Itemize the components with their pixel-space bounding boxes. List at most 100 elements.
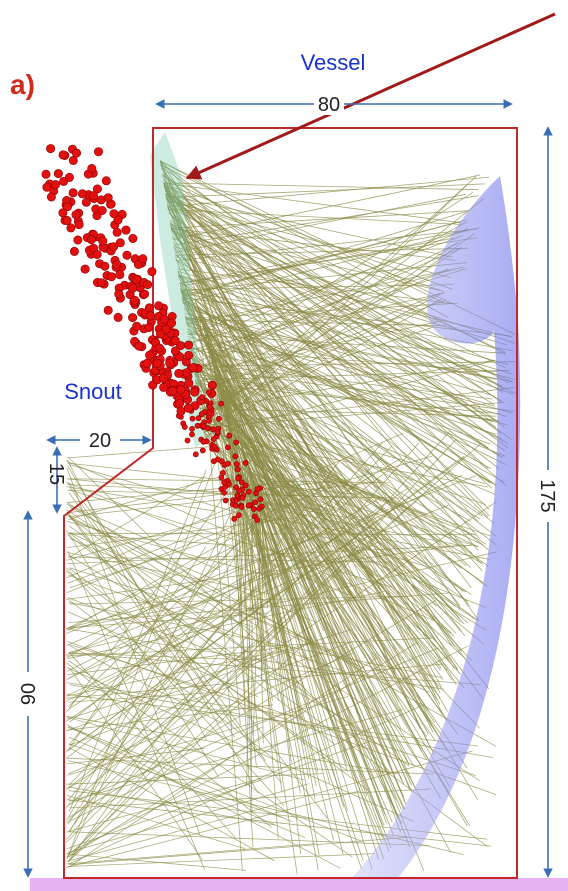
ray-bundle: [65, 159, 516, 875]
source-point: [107, 272, 117, 282]
source-point: [92, 249, 102, 259]
source-point: [74, 220, 84, 230]
source-point: [168, 386, 178, 396]
ray-line: [263, 515, 490, 560]
ray-line: [69, 481, 376, 518]
source-point: [145, 350, 155, 360]
ray-line: [249, 472, 479, 548]
ray-line: [224, 393, 465, 689]
source-point: [113, 312, 123, 322]
source-point: [121, 225, 131, 235]
ray-line: [234, 425, 451, 788]
source-point: [68, 155, 78, 165]
ray-line: [194, 373, 498, 422]
source-point: [62, 202, 72, 212]
ray-line: [66, 724, 341, 869]
ray-line: [179, 227, 480, 284]
source-point: [189, 415, 196, 422]
ray-line: [207, 341, 241, 726]
ray-line: [167, 209, 461, 225]
ray-line: [252, 480, 279, 839]
source-point: [221, 489, 227, 496]
source-point: [206, 417, 212, 424]
source-point: [134, 341, 144, 351]
ray-line: [68, 643, 416, 858]
ray-line: [170, 228, 456, 261]
source-point: [170, 336, 180, 346]
source-point: [235, 512, 242, 519]
source-point: [254, 517, 260, 523]
ray-line: [163, 185, 493, 489]
source-point: [218, 400, 224, 407]
ray-line: [185, 319, 497, 380]
ray-line: [68, 456, 391, 773]
source-point: [66, 223, 76, 233]
source-point: [232, 502, 239, 509]
ray-line: [201, 292, 445, 419]
source-point: [132, 321, 142, 331]
ray-line: [244, 457, 310, 779]
ray-line: [248, 469, 424, 622]
source-point: [250, 506, 257, 512]
ray-line: [181, 262, 467, 292]
source-point: [112, 259, 122, 269]
ray-line: [159, 159, 490, 517]
ray-line: [67, 546, 207, 752]
source-point: [199, 394, 206, 400]
ray-line: [66, 582, 291, 759]
ray-line: [198, 310, 416, 687]
ray-line: [68, 476, 220, 520]
ray-line: [230, 413, 348, 771]
source-point: [140, 289, 150, 299]
source-point: [235, 475, 241, 482]
ray-line: [170, 227, 444, 292]
ray-line: [165, 194, 509, 449]
ray-line: [204, 331, 396, 503]
ray-line: [68, 836, 409, 866]
ray-line: [66, 629, 352, 720]
source-point: [257, 496, 264, 503]
vessel-label: Vessel: [301, 50, 366, 75]
source-point: [210, 436, 217, 442]
ray-line: [163, 183, 436, 323]
source-point: [195, 415, 202, 422]
ray-line: [66, 682, 256, 858]
source-point: [170, 346, 180, 356]
source-point: [100, 261, 110, 271]
source-point: [142, 358, 152, 368]
ray-line: [240, 442, 459, 735]
source-point: [89, 191, 99, 201]
pointer-arrow: [185, 12, 556, 180]
ray-line: [66, 482, 354, 597]
ray-line: [163, 186, 472, 588]
source-point: [219, 469, 226, 476]
source-point: [115, 270, 125, 280]
ray-line: [261, 510, 292, 763]
ray-line: [68, 533, 233, 546]
ray-line: [200, 317, 323, 501]
source-point: [225, 460, 231, 467]
ray-line: [257, 496, 480, 729]
ray-line: [164, 191, 495, 406]
ray-line: [193, 241, 461, 373]
ray-line: [221, 384, 456, 607]
ray-line: [66, 773, 324, 785]
ray-line: [227, 402, 428, 566]
ray-line: [166, 198, 509, 384]
ray-line: [67, 853, 375, 867]
ray-line: [203, 326, 319, 773]
ray-line: [209, 346, 385, 513]
ray-line: [68, 612, 268, 629]
snout-width-value: 20: [89, 430, 111, 452]
ray-line: [66, 717, 304, 781]
floor-strip: [30, 878, 568, 891]
source-point: [42, 182, 52, 192]
ray-line: [65, 616, 294, 843]
source-point: [128, 234, 138, 244]
ray-line: [192, 246, 463, 365]
source-point: [184, 437, 191, 444]
source-point: [218, 474, 225, 481]
ray-line: [180, 291, 493, 484]
source-point: [161, 324, 171, 334]
source-point: [138, 254, 148, 264]
